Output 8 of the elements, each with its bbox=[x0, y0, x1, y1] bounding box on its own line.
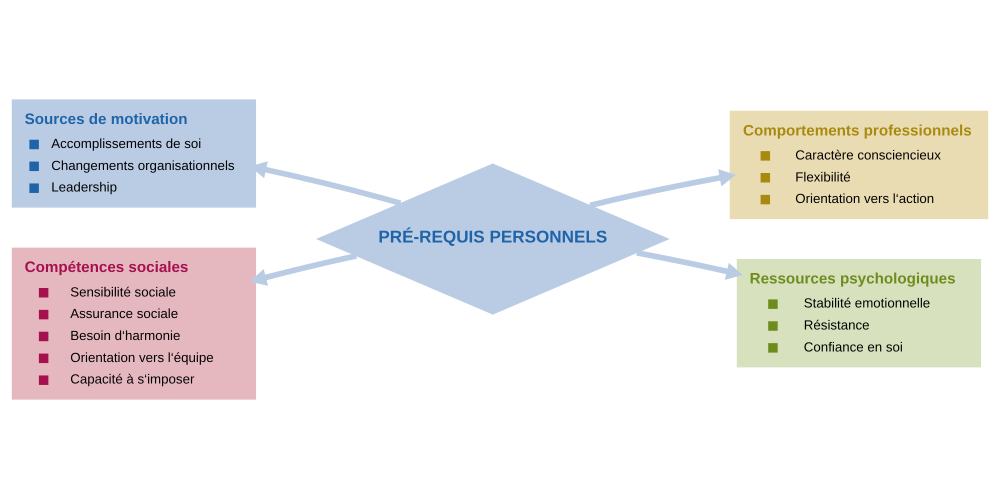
node-box: Sources de motivation Accomplissements de soi Changements organisationnels Leadership bbox=[12, 98, 256, 208]
node-box: Compétences sociales Sensibilité sociale Assurance sociale Besoin d‘harmonie Orientation vers l‘équipe Capacité à s‘imposer bbox=[12, 247, 256, 400]
arrow bbox=[589, 168, 736, 208]
node-diamond: PRÉ-REQUIS PERSONNELS bbox=[316, 162, 670, 314]
node-box: Comportements professionnels Caractère consciencieux Flexibilité Orientation vers l‘action bbox=[730, 110, 988, 219]
arrow bbox=[250, 252, 358, 286]
arrow bbox=[636, 249, 743, 280]
node-box: Ressources psychologiques Stabilité emotionnelle Résistance Confiance en soi bbox=[736, 258, 982, 367]
